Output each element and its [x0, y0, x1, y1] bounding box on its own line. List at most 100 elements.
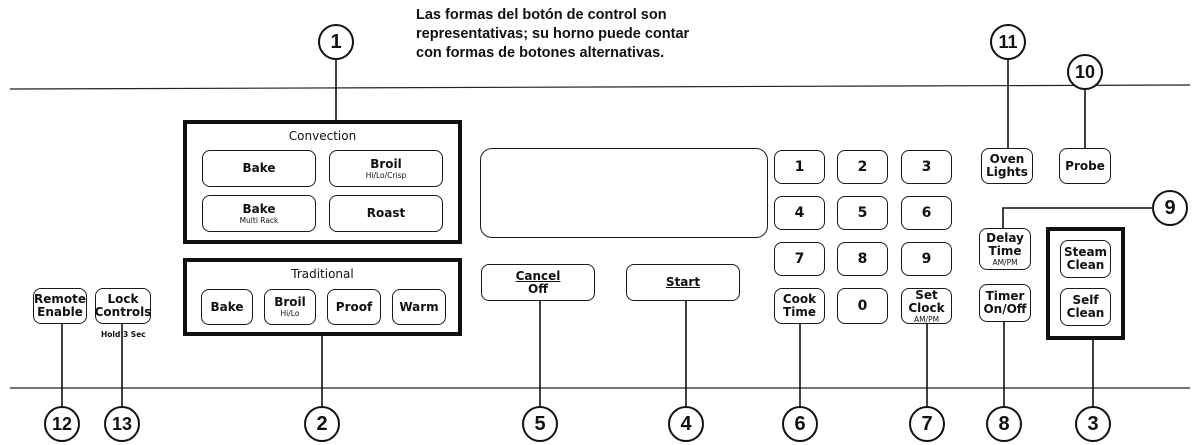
remote-enable-line2: Enable [37, 305, 83, 319]
delay-time-button[interactable]: Delay Time AM/PM [979, 228, 1031, 270]
remote-enable-button[interactable]: Remote Enable [33, 288, 87, 324]
convection-bake-multi-sub: Multi Rack [239, 215, 279, 225]
callout-1: 1 [318, 24, 354, 60]
convection-title: Convection [288, 129, 357, 143]
traditional-title: Traditional [291, 267, 354, 281]
set-clock-line1: Set [915, 287, 938, 302]
callout-5: 5 [522, 406, 558, 442]
keypad-3[interactable]: 3 [901, 150, 952, 184]
keypad-3-label: 3 [921, 158, 932, 175]
traditional-broil-sub: Hi/Lo [280, 309, 300, 318]
convection-group: Convection [183, 120, 462, 244]
cancel-off-button[interactable]: Cancel Off [481, 264, 595, 301]
set-clock-button[interactable]: Set Clock AM/PM [901, 288, 952, 324]
display-window [480, 148, 768, 238]
keypad-1-label: 1 [794, 158, 805, 175]
note-line-1: Las formas del botón de control son [416, 7, 667, 23]
keypad-0-label: 0 [857, 297, 868, 314]
disclaimer-note: Las formas del botón de control son repr… [416, 6, 796, 63]
keypad-6-label: 6 [921, 204, 932, 221]
lock-controls-button[interactable]: Lock Controls [95, 288, 151, 324]
probe-button[interactable]: Probe [1059, 148, 1111, 184]
callout-9: 9 [1152, 190, 1188, 226]
cook-time-line1: Cook [782, 292, 817, 306]
self-clean-button[interactable]: Self Clean [1060, 288, 1111, 326]
self-clean-line2: Clean [1066, 306, 1105, 320]
oven-lights-line2: Lights [986, 165, 1028, 179]
traditional-bake-label: Bake [210, 299, 244, 314]
cancel-line2: Off [528, 281, 548, 296]
callout-4: 4 [668, 406, 704, 442]
keypad-2-label: 2 [857, 158, 868, 175]
callout-13: 13 [104, 406, 140, 442]
delay-time-sub: AM/PM [992, 257, 1018, 267]
convection-broil-sub: Hi/Lo/Crisp [365, 170, 407, 180]
keypad-5[interactable]: 5 [837, 196, 888, 230]
convection-bake-multi-rack-button[interactable]: Bake Multi Rack [202, 195, 316, 232]
convection-broil-button[interactable]: Broil Hi/Lo/Crisp [329, 150, 443, 187]
leader-9 [1002, 207, 1152, 228]
traditional-proof-button[interactable]: Proof [327, 289, 381, 325]
timer-line1: Timer [985, 289, 1025, 303]
steam-clean-line2: Clean [1066, 258, 1105, 272]
keypad-4-label: 4 [794, 204, 805, 221]
convection-roast-label: Roast [366, 206, 406, 220]
cook-time-line2: Time [783, 305, 816, 319]
steam-clean-line1: Steam [1063, 245, 1108, 259]
traditional-broil-label: Broil [274, 295, 306, 309]
note-line-2: representativas; su horno puede contar [416, 26, 690, 42]
start-button[interactable]: Start [626, 264, 740, 301]
set-clock-sub: AM/PM [913, 314, 940, 324]
delay-time-line1: Delay [986, 230, 1024, 245]
keypad-1[interactable]: 1 [774, 150, 825, 184]
keypad-7-label: 7 [794, 250, 805, 267]
panel-top-edge [9, 84, 1191, 90]
self-clean-line1: Self [1072, 293, 1099, 307]
traditional-broil-button[interactable]: Broil Hi/Lo [264, 289, 316, 325]
probe-label: Probe [1065, 158, 1105, 173]
lock-controls-line2: Controls [94, 305, 152, 319]
keypad-6[interactable]: 6 [901, 196, 952, 230]
convection-roast-button[interactable]: Roast [329, 195, 443, 232]
lock-controls-hold-label: Hold 3 Sec [101, 330, 146, 339]
lock-controls-line1: Lock [107, 292, 139, 306]
convection-bake-button[interactable]: Bake [202, 150, 316, 187]
keypad-8[interactable]: 8 [837, 242, 888, 276]
callout-11: 11 [990, 24, 1026, 60]
callout-2: 2 [304, 406, 340, 442]
callout-10: 10 [1067, 54, 1103, 90]
delay-time-line2: Time [988, 243, 1022, 258]
remote-enable-line1: Remote [34, 292, 87, 306]
keypad-9-label: 9 [921, 250, 932, 267]
note-line-3: con formas de botones alternativas. [416, 45, 665, 61]
cancel-line1: Cancel [515, 268, 561, 283]
keypad-5-label: 5 [857, 204, 868, 221]
cleaning-group [1046, 227, 1125, 340]
keypad-9[interactable]: 9 [901, 242, 952, 276]
traditional-bake-button[interactable]: Bake [201, 289, 253, 325]
callout-7: 7 [909, 406, 945, 442]
timer-on-off-button[interactable]: Timer On/Off [979, 284, 1031, 322]
callout-3: 3 [1075, 406, 1111, 442]
keypad-8-label: 8 [857, 250, 868, 267]
cook-time-button[interactable]: Cook Time [774, 288, 825, 324]
keypad-2[interactable]: 2 [837, 150, 888, 184]
convection-broil-label: Broil [370, 156, 402, 171]
traditional-proof-label: Proof [335, 299, 373, 314]
keypad-7[interactable]: 7 [774, 242, 825, 276]
traditional-warm-label: Warm [399, 299, 439, 314]
callout-12: 12 [44, 406, 80, 442]
keypad-4[interactable]: 4 [774, 196, 825, 230]
start-label: Start [665, 275, 701, 289]
traditional-warm-button[interactable]: Warm [392, 289, 446, 325]
oven-lights-line1: Oven [989, 152, 1025, 166]
keypad-0[interactable]: 0 [837, 288, 888, 324]
steam-clean-button[interactable]: Steam Clean [1060, 240, 1111, 278]
timer-line2: On/Off [983, 302, 1027, 316]
convection-bake-label: Bake [242, 161, 276, 175]
set-clock-line2: Clock [908, 300, 945, 315]
traditional-group: Traditional [183, 258, 462, 336]
oven-lights-button[interactable]: Oven Lights [981, 148, 1033, 184]
callout-6: 6 [782, 406, 818, 442]
